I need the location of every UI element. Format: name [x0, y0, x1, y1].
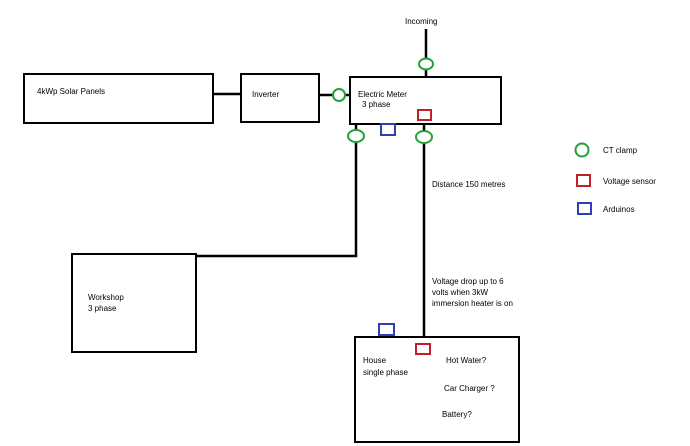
legend-ct-clamp-label: CT clamp — [603, 146, 638, 155]
legend-arduino-label: Arduinos — [603, 205, 635, 214]
inverter-label: Inverter — [252, 90, 280, 99]
ct-clamp-icon — [347, 129, 365, 143]
voltage-drop-label: Voltage drop up to 6 volts when 3kW imme… — [432, 277, 513, 308]
voltage-sensor-icon — [417, 109, 432, 121]
arduino-icon — [378, 323, 395, 336]
solar-panels-box — [23, 73, 214, 124]
distance-label: Distance 150 metres — [432, 180, 506, 189]
legend-voltage-sensor-label: Voltage sensor — [603, 177, 656, 186]
inverter-box — [240, 73, 320, 123]
ct-clamp-icon — [415, 130, 433, 144]
house-phase-label: single phase — [363, 368, 408, 377]
ct-clamp-icon — [332, 88, 346, 102]
house-label: House — [363, 356, 387, 365]
ct-clamp-icon — [418, 57, 434, 71]
legend-arduino-icon — [577, 202, 592, 215]
car-charger-label: Car Charger ? — [444, 384, 495, 393]
workshop-label: Workshop — [88, 293, 124, 302]
meter-to-workshop-wire — [196, 124, 358, 258]
hot-water-label: Hot Water? — [446, 356, 487, 365]
legend-ct-clamp-icon — [574, 142, 590, 158]
workshop-phase-label: 3 phase — [88, 304, 117, 313]
electric-meter-label: Electric Meter — [358, 90, 407, 99]
house-box — [354, 336, 520, 443]
incoming-label: Incoming — [405, 17, 438, 26]
voltage-sensor-icon — [415, 343, 431, 355]
battery-label: Battery? — [442, 410, 472, 419]
legend-voltage-sensor-icon — [576, 174, 591, 187]
electric-meter-phase-label: 3 phase — [362, 100, 391, 109]
arduino-icon — [380, 123, 396, 136]
workshop-box — [71, 253, 197, 353]
solar-panels-label: 4kWp Solar Panels — [37, 87, 106, 96]
